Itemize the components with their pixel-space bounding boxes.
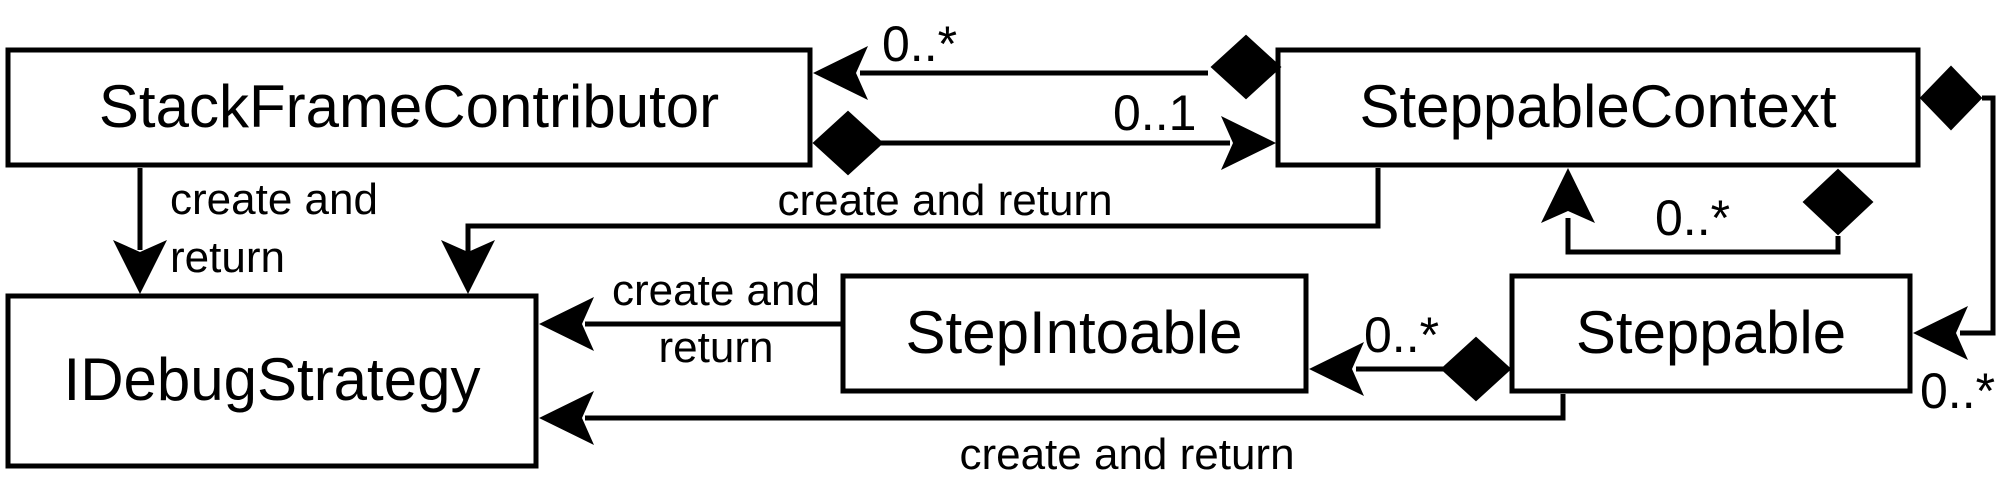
- class-idebug-strategy[interactable]: IDebugStrategy: [5, 293, 539, 469]
- class-box: [840, 273, 1309, 394]
- association-line: [1565, 218, 1841, 255]
- arrowhead-icon: [1913, 306, 1968, 360]
- dependency-label: create and return: [959, 430, 1294, 479]
- class-box: [1509, 273, 1913, 394]
- class-name: Steppable: [1576, 299, 1846, 366]
- class-name: StepIntoable: [906, 299, 1243, 366]
- multiplicity-label: 0..*: [1920, 363, 1995, 419]
- composition-diamond-icon: [812, 110, 884, 176]
- class-box: [5, 293, 539, 469]
- composition-diamond-icon: [1210, 34, 1282, 100]
- multiplicity-label: 0..*: [1364, 307, 1439, 363]
- arrowhead-icon: [113, 240, 167, 294]
- arrowhead-icon: [539, 391, 594, 445]
- class-steppable[interactable]: Steppable: [1509, 273, 1913, 394]
- multiplicity-label: 0..*: [882, 16, 957, 72]
- class-box: [5, 47, 813, 168]
- class-name: SteppableContext: [1359, 73, 1836, 140]
- arrowhead-icon: [539, 297, 594, 351]
- association-line: [1960, 95, 1996, 336]
- association-context-to-steppable: 0..*: [1913, 65, 1996, 419]
- class-box: [1275, 47, 1921, 168]
- dependency-steppable-creates-strategy: create and return: [539, 391, 1566, 479]
- composition-diamond-icon: [1919, 65, 1983, 131]
- association-steppable-to-context: 0..*: [1541, 168, 1874, 255]
- composition-diamond-icon: [1440, 336, 1512, 402]
- dependency-label: create and return: [777, 176, 1112, 225]
- association-steppable-to-stepintoable: 0..*: [1309, 307, 1512, 402]
- association-contributor-to-context: 0..1: [812, 85, 1276, 176]
- dependency-label: return: [170, 233, 285, 282]
- class-stack-frame-contributor[interactable]: StackFrameContributor: [5, 47, 813, 168]
- arrowhead-icon: [441, 240, 495, 294]
- dependency-context-creates-strategy: create and return: [441, 168, 1381, 294]
- dependency-label: return: [659, 323, 774, 372]
- dependency-line: [585, 394, 1566, 421]
- composition-diamond-icon: [1802, 168, 1874, 236]
- arrowhead-icon: [1309, 342, 1364, 396]
- multiplicity-label: 0..*: [1655, 190, 1730, 246]
- class-name: IDebugStrategy: [64, 346, 481, 413]
- dependency-contributor-creates-strategy: create and return: [113, 168, 378, 294]
- arrowhead-icon: [1541, 168, 1595, 223]
- class-step-intoable[interactable]: StepIntoable: [840, 273, 1309, 394]
- class-steppable-context[interactable]: SteppableContext: [1275, 47, 1921, 168]
- dependency-label: create and: [170, 175, 378, 224]
- arrowhead-icon: [813, 46, 868, 100]
- class-name: StackFrameContributor: [99, 73, 719, 140]
- dependency-line: [465, 168, 1381, 252]
- dependency-label: create and: [612, 266, 820, 315]
- multiplicity-label: 0..1: [1113, 85, 1196, 141]
- arrowhead-icon: [1221, 116, 1276, 170]
- dependency-stepintoable-creates-strategy: create and return: [539, 266, 841, 372]
- association-context-to-contributor: 0..*: [813, 16, 1282, 100]
